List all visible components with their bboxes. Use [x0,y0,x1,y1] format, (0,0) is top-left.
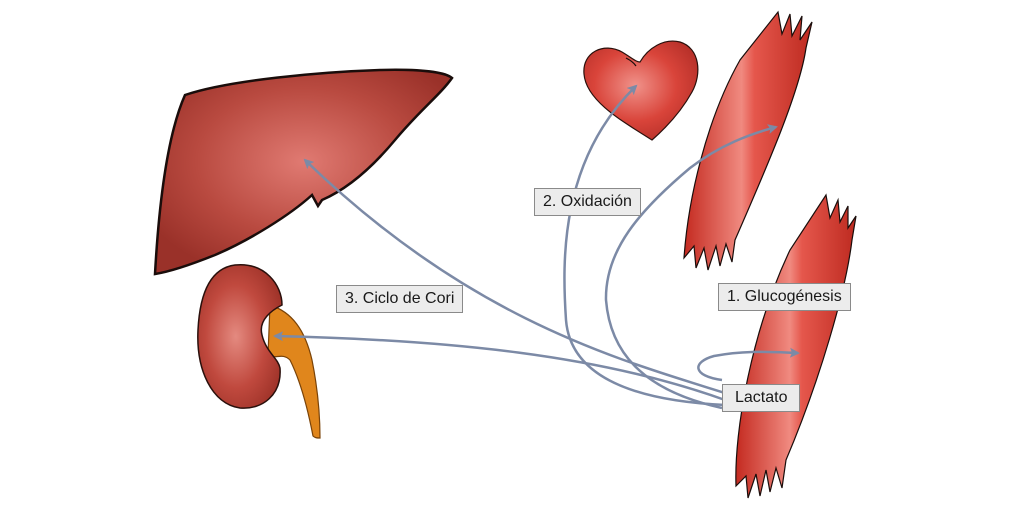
cori-cycle-label: 3. Ciclo de Cori [336,285,464,313]
arrows [273,84,800,410]
liver-icon [153,68,454,276]
lactate-label: Lactato [722,384,801,412]
arrow-to-heart [563,84,726,407]
muscle-icon [735,193,857,499]
oxidation-label: 2. Oxidación [534,188,641,216]
kidney-icon [197,264,321,439]
heart-icon [583,40,699,141]
arrow-to-liver [303,158,726,395]
arrow-to-upper-muscle [604,124,778,410]
glucogenesis-label: 1. Glucogénesis [718,283,851,311]
arrow-to-lower-muscle [697,347,800,382]
muscle-icon [683,10,813,271]
arrow-to-kidney [273,331,726,402]
